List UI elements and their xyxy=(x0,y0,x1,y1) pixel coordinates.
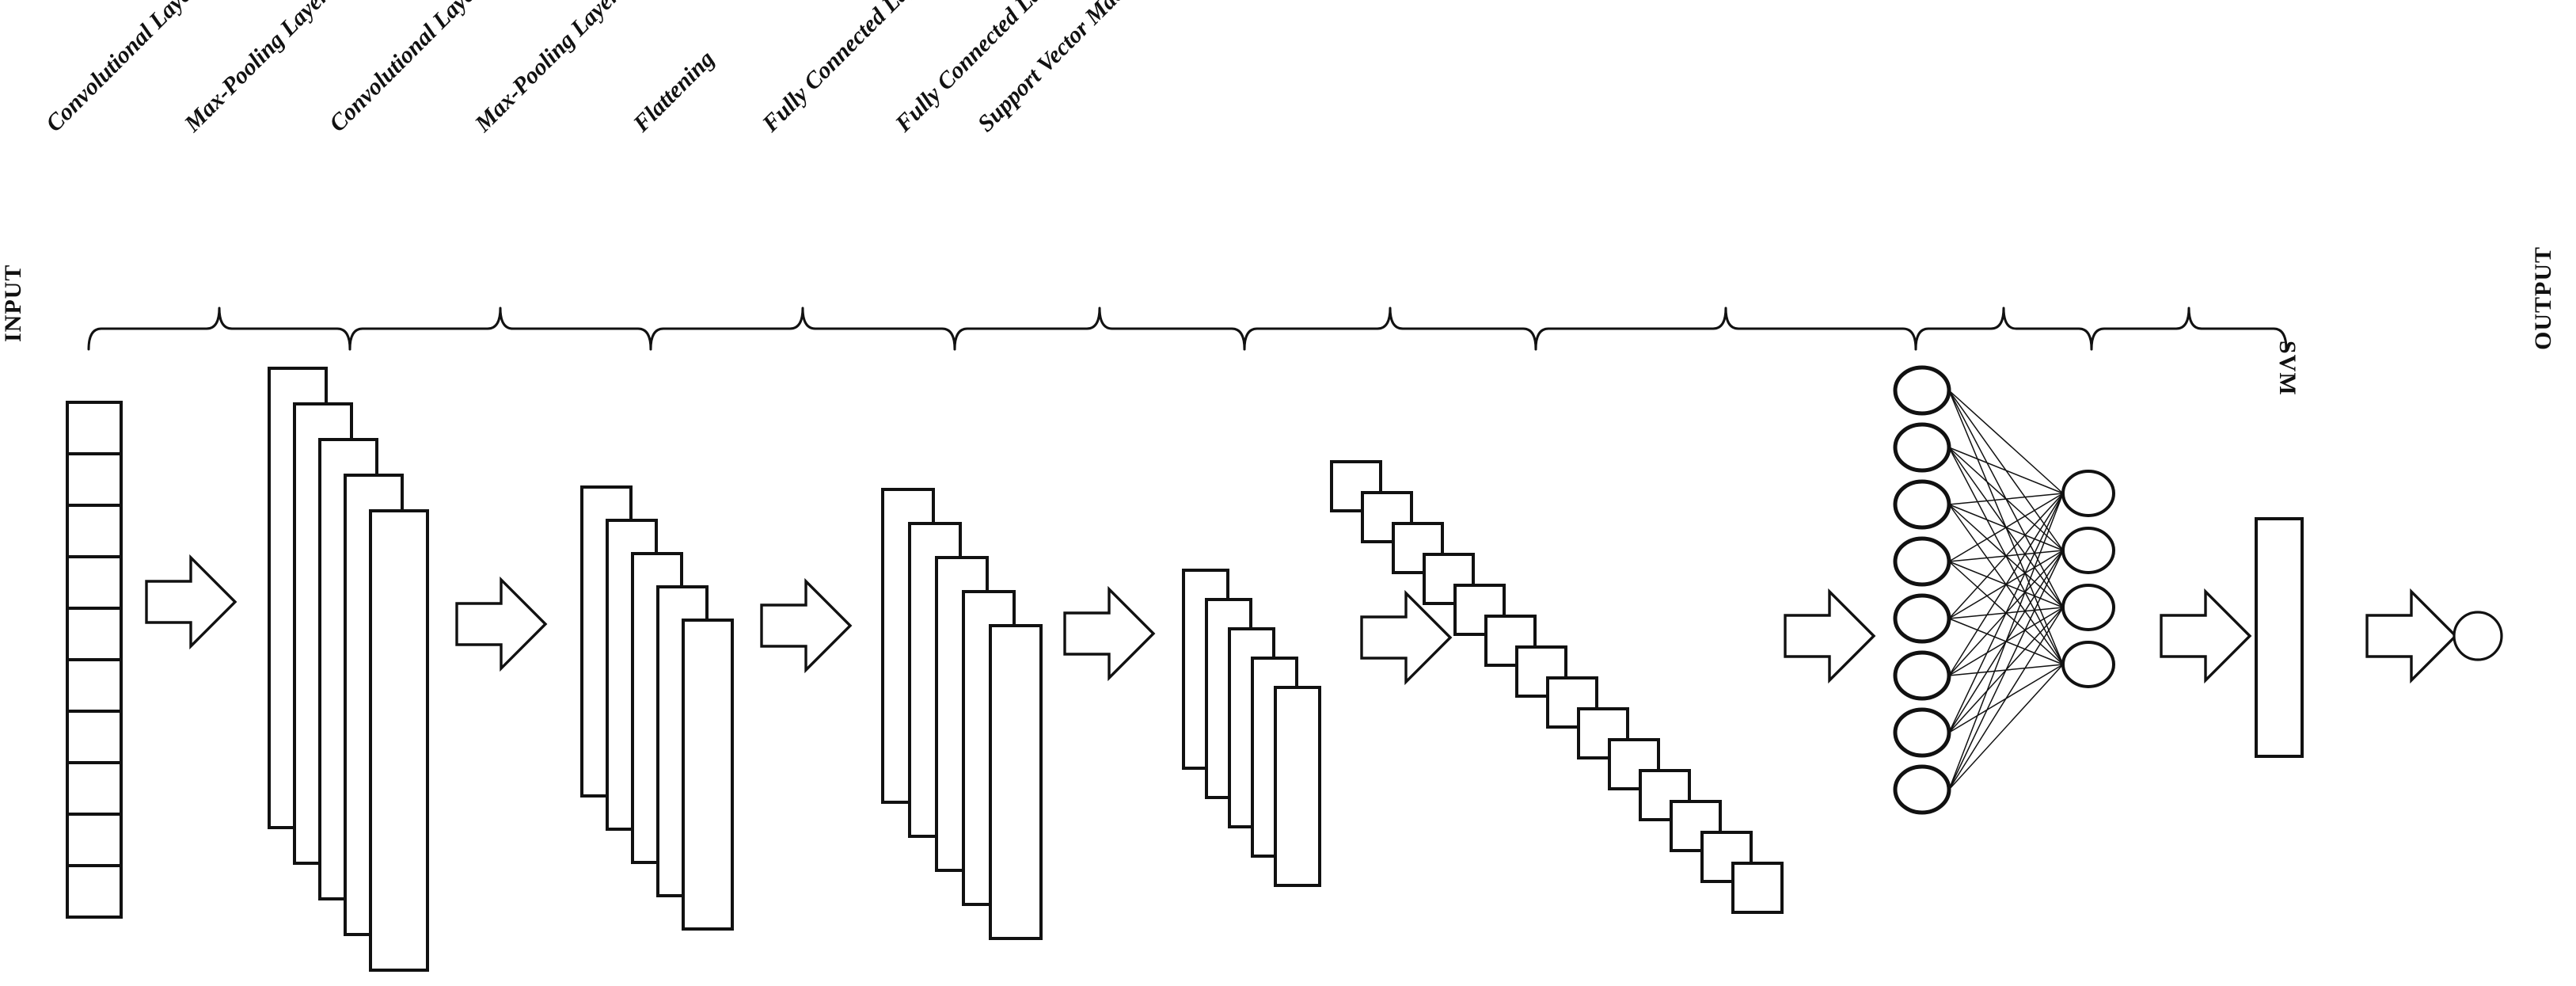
fc1-neuron xyxy=(1893,707,1951,758)
fc1-neuron xyxy=(1893,422,1951,473)
fc2-neuron xyxy=(2061,641,2115,688)
fc-connection xyxy=(1948,664,2064,790)
brace-pool-1 xyxy=(348,306,652,351)
arrow-conv2-to-pool2 xyxy=(1063,585,1156,682)
flattening-label: Flattening xyxy=(628,46,720,138)
fc2-neuron xyxy=(2061,584,2115,631)
input-cell xyxy=(66,658,123,713)
input-cell xyxy=(66,710,123,764)
fc-connection xyxy=(1948,390,2064,494)
input-cell xyxy=(66,761,123,816)
fc-connection xyxy=(1948,607,2064,790)
brace-conv-1 xyxy=(87,306,351,351)
svm-box xyxy=(2255,517,2304,758)
brace-svm xyxy=(2090,306,2288,351)
fc-connection xyxy=(1948,493,2064,562)
pool-block-1-slice xyxy=(682,619,734,931)
fc1-neuron xyxy=(1893,764,1951,815)
fc-connection xyxy=(1948,493,2064,733)
flatten-cell xyxy=(1731,862,1784,914)
fc-connection xyxy=(1948,493,2064,619)
input-cell xyxy=(66,813,123,867)
fc1-neuron xyxy=(1893,536,1951,587)
flatten-cell xyxy=(1639,769,1691,821)
convolutional-layer-2-label: Convolutional Layer xyxy=(325,0,486,137)
brace-conv-2 xyxy=(649,306,956,351)
input-cell xyxy=(66,864,123,919)
input-label: INPUT xyxy=(0,265,26,342)
fc1-neuron xyxy=(1893,365,1951,416)
fc1-neuron xyxy=(1893,650,1951,701)
fc-connection xyxy=(1948,550,2064,790)
brace-pool-2 xyxy=(953,306,1246,351)
brace-fc-2 xyxy=(1914,306,2093,351)
fc2-neuron xyxy=(2061,470,2115,517)
fc2-neuron xyxy=(2061,527,2115,574)
conv-block-2-slice xyxy=(989,624,1043,940)
arrow-pool2-to-flatten xyxy=(1360,589,1453,686)
fc-connection xyxy=(1948,447,2064,494)
input-cell xyxy=(66,607,123,661)
arrow-svm-to-output xyxy=(2365,588,2458,684)
arrow-pool1-to-conv2 xyxy=(760,577,853,674)
input-cell xyxy=(66,401,123,455)
arrow-flatten-to-fc1 xyxy=(1784,588,1876,684)
fc-connection xyxy=(1948,493,2064,676)
fc-connection xyxy=(1948,493,2064,790)
svm-label: SVM xyxy=(2274,341,2301,396)
flatten-cell xyxy=(1484,615,1537,667)
conv-block-1-slice xyxy=(369,509,429,972)
fc1-neuron xyxy=(1893,479,1951,530)
pool-block-2-slice xyxy=(1274,686,1321,887)
brace-fc-1 xyxy=(1534,306,1917,351)
input-cell xyxy=(66,452,123,507)
arrow-input-to-conv1 xyxy=(145,554,237,650)
max-pooling-layer-1-label: Max-Pooling Layer xyxy=(179,0,334,138)
brace-flatten xyxy=(1243,306,1537,351)
input-cell xyxy=(66,504,123,558)
fc-connection xyxy=(1948,493,2064,505)
convolutional-layer-1-label: Convolutional Layer xyxy=(41,0,203,137)
output-label: OUTPUT xyxy=(2530,246,2556,350)
output-node xyxy=(2453,611,2503,661)
input-cell xyxy=(66,555,123,610)
flatten-cell xyxy=(1453,584,1506,636)
flatten-cell xyxy=(1608,738,1660,790)
max-pooling-layer-2-label: Max-Pooling Layer xyxy=(469,0,625,138)
fc1-neuron xyxy=(1893,593,1951,644)
arrow-conv1-to-pool1 xyxy=(455,576,548,672)
arrow-fc2-to-svm xyxy=(2160,588,2252,684)
